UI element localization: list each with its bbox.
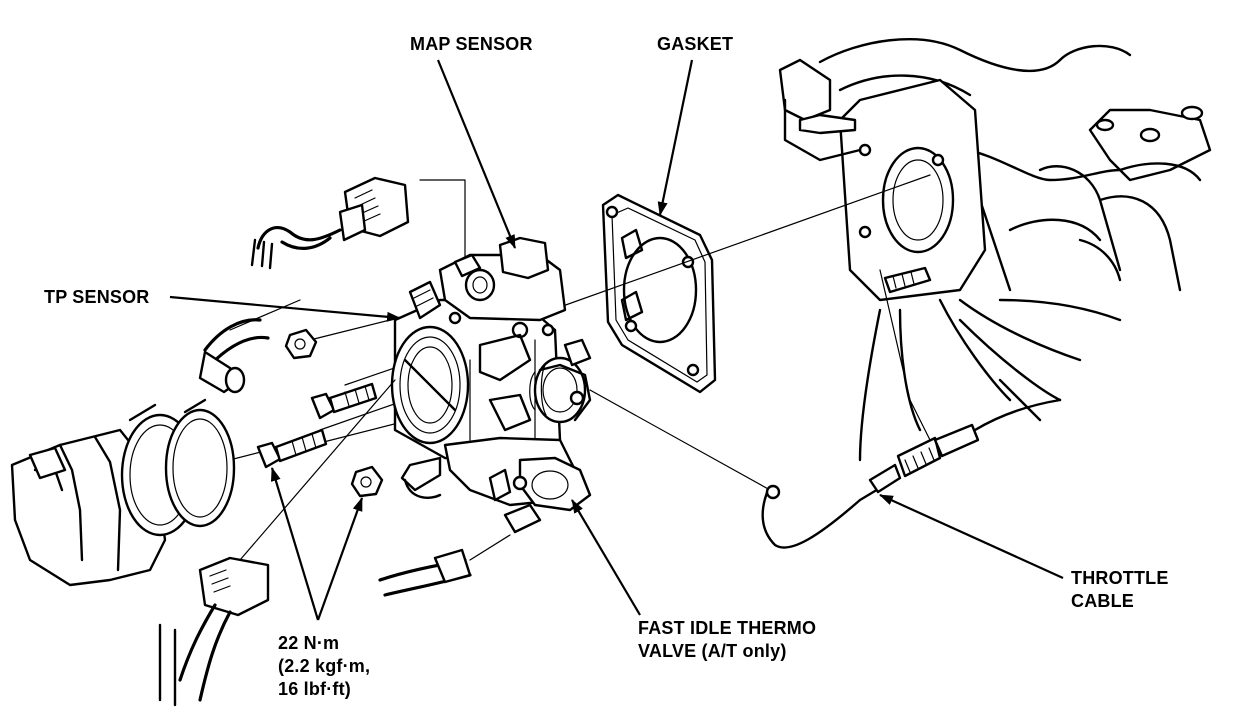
map-sensor-arrow — [436, 59, 517, 249]
tp-sensor-label: TP SENSOR — [44, 287, 150, 307]
leader-arrows — [169, 59, 1064, 621]
tp-sensor-arrow — [169, 295, 401, 322]
gasket-label: GASKET — [657, 34, 734, 54]
intake-manifold — [818, 38, 1212, 462]
torque-line-3: 16 lbf·ft) — [278, 679, 351, 699]
torque-line-1: 22 N·m — [278, 633, 340, 653]
fast-idle-line-2: VALVE (A/T only) — [638, 641, 787, 661]
throttle-cable-label: THROTTLE CABLE — [1071, 567, 1169, 613]
torque-arrow-left — [270, 467, 320, 621]
manifold-flange — [778, 58, 987, 302]
map-sensor-label: MAP SENSOR — [410, 34, 533, 54]
fast-idle-thermo-valve-label: FAST IDLE THERMO VALVE (A/T only) — [638, 617, 816, 663]
hoses — [198, 318, 511, 597]
throttle-line-2: CABLE — [1071, 591, 1134, 611]
tp-sensor-harness — [158, 379, 396, 707]
throttle-line-1: THROTTLE — [1071, 568, 1169, 588]
fast-idle-line-1: FAST IDLE THERMO — [638, 618, 817, 638]
throttle-body — [390, 236, 592, 534]
torque-spec-label: 22 N·m (2.2 kgf·m, 16 lbf·ft) — [278, 632, 370, 701]
torque-arrow-right — [316, 497, 364, 621]
fast-idle-arrow — [571, 499, 641, 616]
air-intake-duct — [10, 398, 236, 587]
gasket — [601, 193, 717, 394]
gasket-arrow — [657, 59, 694, 216]
map-sensor-harness — [250, 176, 410, 270]
bolts-and-nuts — [256, 328, 384, 498]
throttle-cable — [761, 269, 1062, 549]
throttle-cable-arrow — [879, 493, 1064, 580]
torque-line-2: (2.2 kgf·m, — [278, 656, 371, 676]
